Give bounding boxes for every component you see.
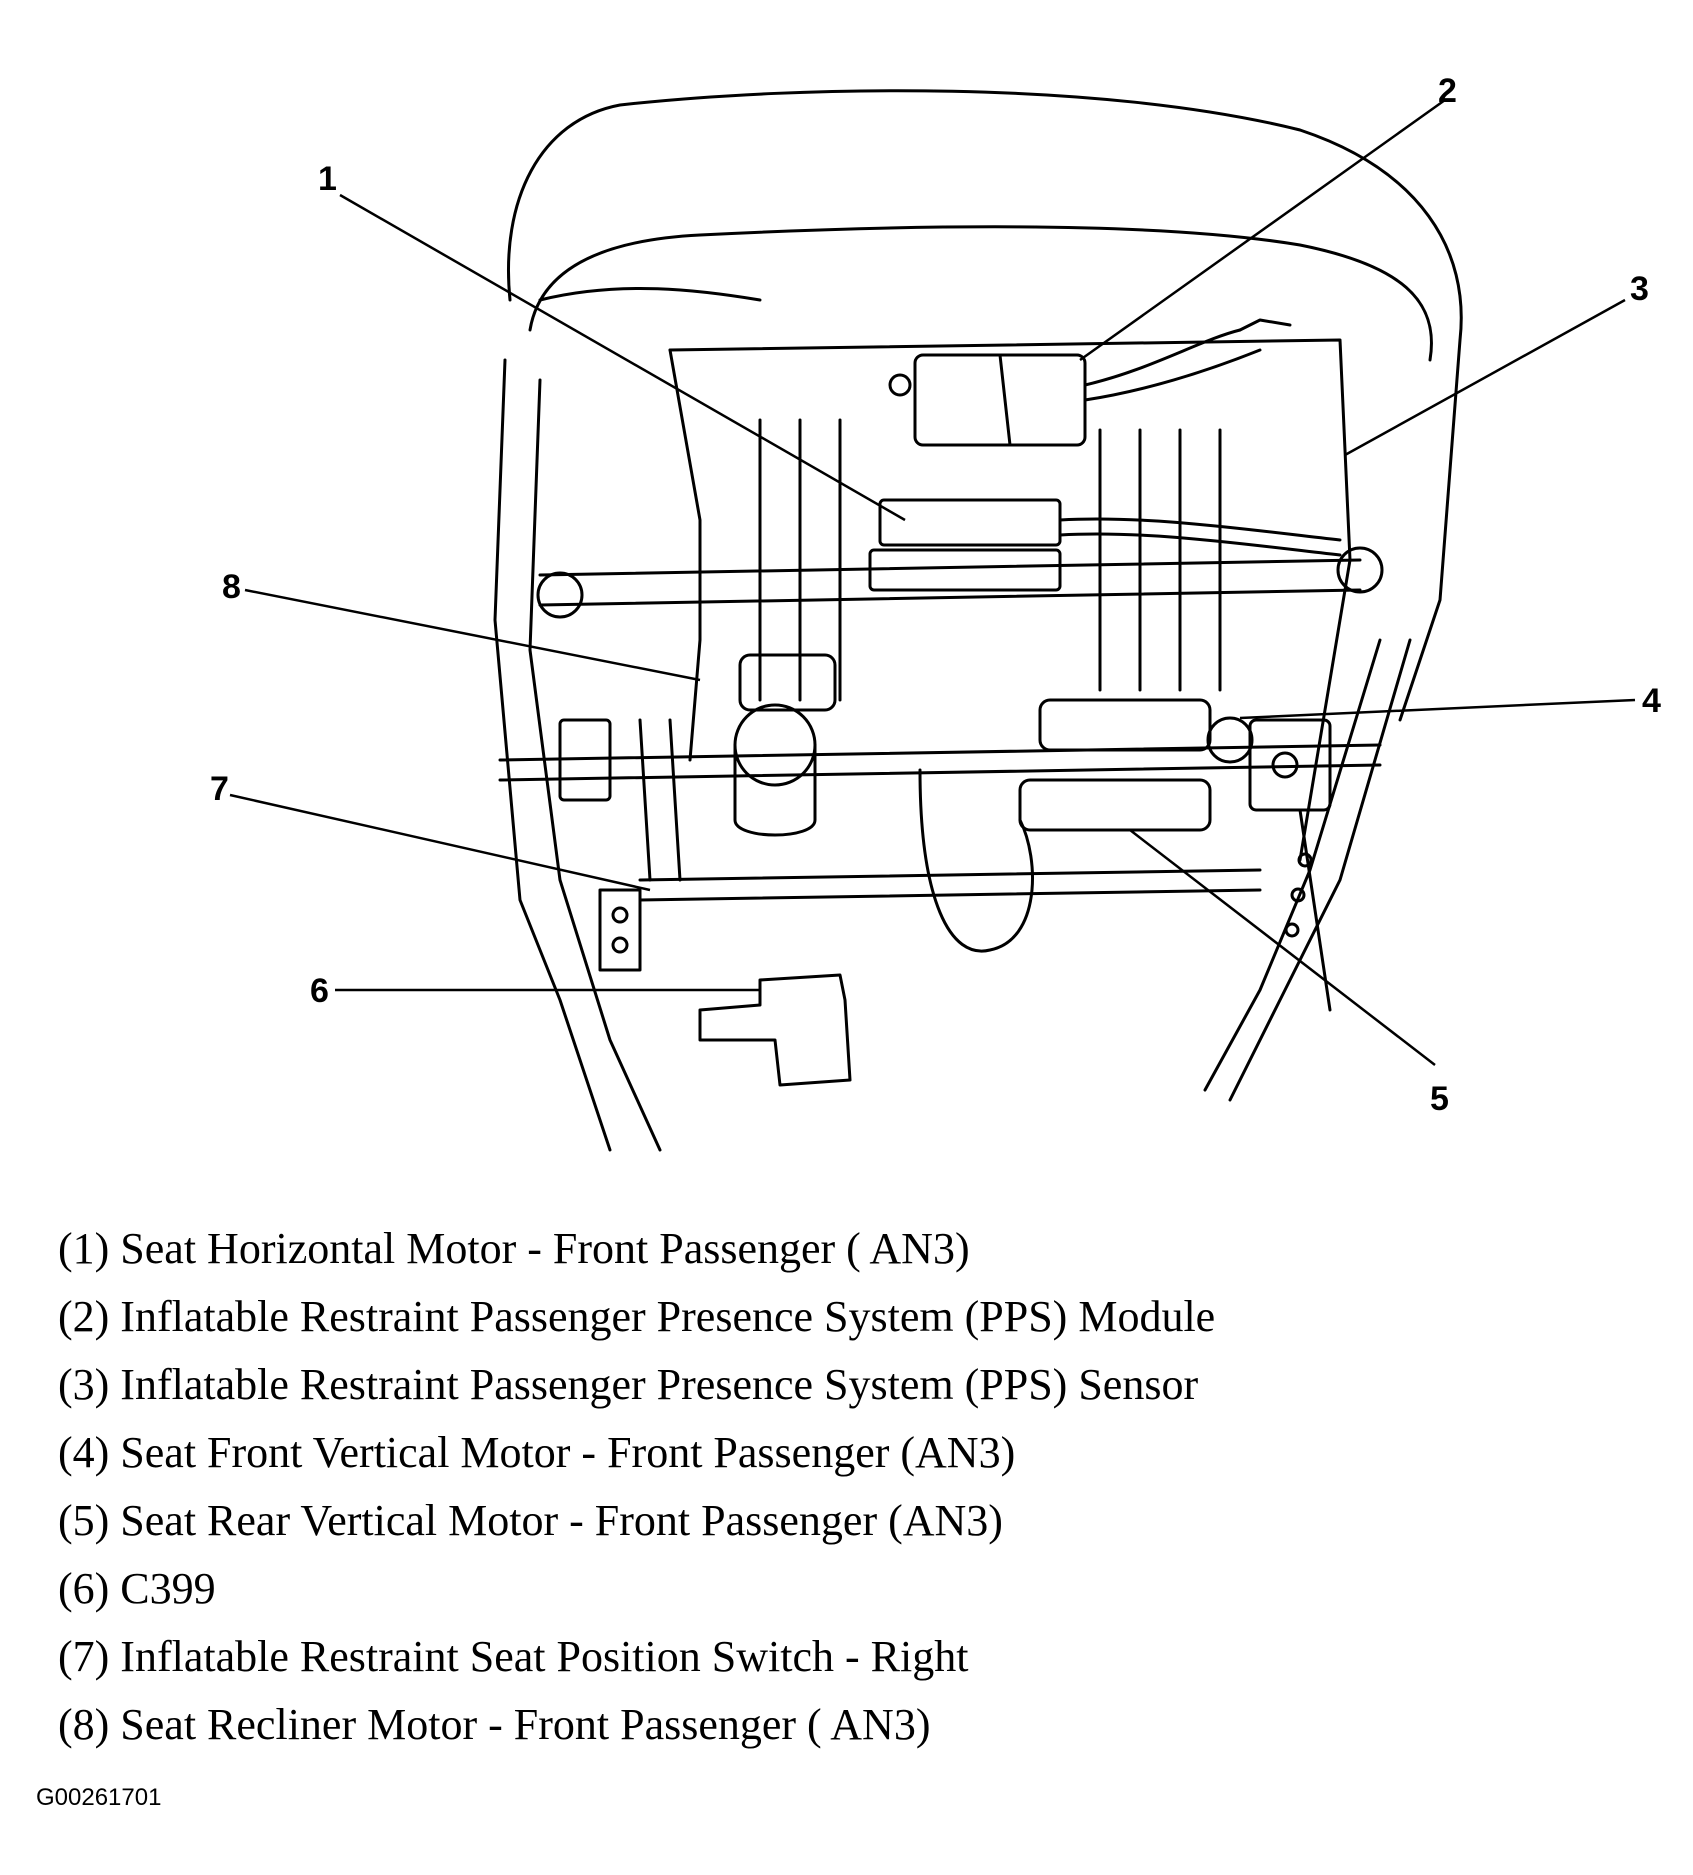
legend-item: (3) Inflatable Restraint Passenger Prese… xyxy=(58,1360,1199,1409)
leader-line-5 xyxy=(1129,829,1436,1066)
leader-line-4 xyxy=(1239,698,1636,720)
seat-underside-diagram: 1 2 3 4 5 6 7 8 xyxy=(210,72,1661,1152)
legend-item: (5) Seat Rear Vertical Motor - Front Pas… xyxy=(58,1496,1003,1545)
leader-line-7 xyxy=(229,793,651,892)
figure-id: G00261701 xyxy=(36,1784,162,1811)
callout-7: 7 xyxy=(210,770,229,808)
callout-2: 2 xyxy=(1438,72,1457,110)
callout-4: 4 xyxy=(1642,682,1661,720)
callout-6: 6 xyxy=(310,972,329,1010)
legend-item: (6) C399 xyxy=(58,1564,216,1613)
legend-item: (1) Seat Horizontal Motor - Front Passen… xyxy=(58,1224,970,1273)
callout-1: 1 xyxy=(318,160,337,198)
leader-line-1 xyxy=(339,193,906,522)
leader-line-2 xyxy=(1079,98,1446,362)
leader-line-3 xyxy=(1344,298,1626,457)
legend-item: (4) Seat Front Vertical Motor - Front Pa… xyxy=(58,1428,1016,1477)
callout-3: 3 xyxy=(1630,270,1649,308)
callout-5: 5 xyxy=(1430,1080,1449,1118)
legend-item: (7) Inflatable Restraint Seat Position S… xyxy=(58,1632,969,1681)
component-legend: (1) Seat Horizontal Motor - Front Passen… xyxy=(58,1215,1638,1759)
leader-line-8 xyxy=(244,588,701,682)
callout-8: 8 xyxy=(222,568,241,606)
leader-lines xyxy=(229,98,1636,1066)
seat-drawing xyxy=(493,89,1463,1152)
legend-item: (2) Inflatable Restraint Passenger Prese… xyxy=(58,1292,1216,1341)
legend-item: (8) Seat Recliner Motor - Front Passenge… xyxy=(58,1700,931,1749)
